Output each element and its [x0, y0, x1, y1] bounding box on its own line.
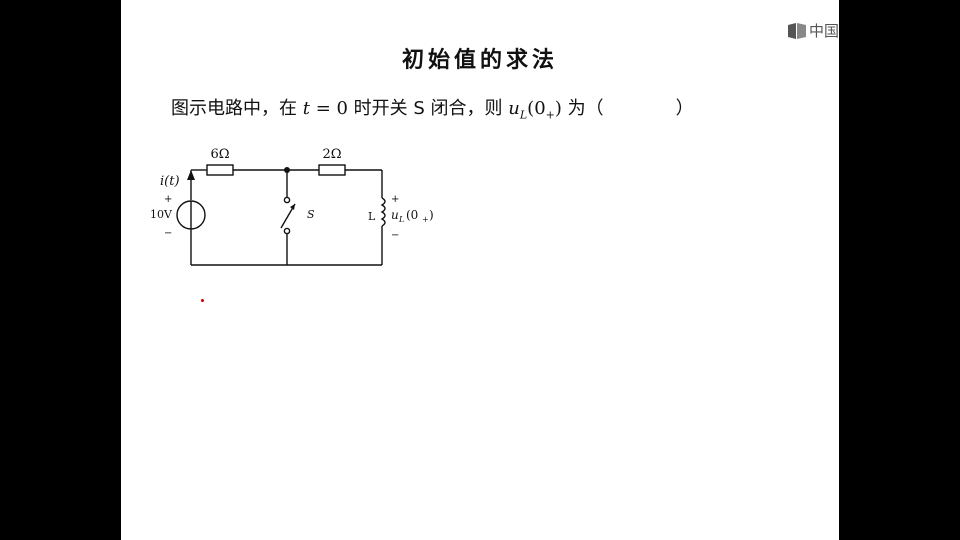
ul-plus: + — [391, 194, 399, 205]
ul-arg: (0 — [406, 208, 418, 222]
arg-close: ) — [554, 98, 562, 119]
arg-open: (0 — [527, 98, 546, 119]
logo-icon — [787, 22, 806, 39]
ul-sub: L — [398, 215, 404, 224]
watermark-text: 中国 — [808, 22, 839, 40]
pointer-dot — [201, 299, 204, 302]
eq-zero: = 0 — [309, 98, 348, 119]
current-arrow-icon — [187, 170, 195, 180]
slide: 中国 初始值的求法 图示电路中，在 t = 0 时开关 S 闭合，则 uL(0+… — [121, 0, 839, 540]
var-t: t — [302, 98, 310, 119]
page-title: 初始值的求法 — [401, 47, 558, 73]
question-suffix: 为（ ） — [561, 98, 694, 119]
junction-dot — [284, 167, 290, 173]
r2-label: 2Ω — [322, 147, 341, 162]
source-plus: + — [164, 194, 172, 205]
arg-sub: + — [545, 108, 555, 122]
watermark: 中国 — [787, 20, 839, 41]
resistor-2ohm — [318, 164, 346, 176]
var-u: u — [508, 98, 520, 119]
question-text: 图示电路中，在 t = 0 时开关 S 闭合，则 uL(0+) 为（ ） — [171, 94, 694, 122]
inductor-coil — [380, 197, 386, 227]
ul-arg-close: ) — [429, 208, 434, 222]
source-label: 10V — [150, 208, 173, 221]
question-middle: 时开关 S 闭合，则 — [347, 98, 509, 119]
switch-arrow-icon — [290, 204, 295, 210]
ul-label: u — [391, 208, 399, 222]
inductor-label: L — [368, 210, 376, 223]
sub-L: L — [519, 108, 528, 122]
ul-minus: − — [391, 230, 399, 241]
current-label: i(t) — [160, 174, 180, 189]
resistor-6ohm — [206, 164, 234, 176]
ul-arg-sub: + — [422, 215, 429, 224]
switch-label: S — [307, 208, 315, 221]
circuit-diagram: 6Ω 2Ω i(t) + 10V − S L + − u L (0 + ) — [150, 147, 434, 266]
source-minus: − — [164, 228, 172, 239]
r1-label: 6Ω — [210, 147, 229, 162]
question-prefix: 图示电路中，在 — [171, 98, 303, 119]
